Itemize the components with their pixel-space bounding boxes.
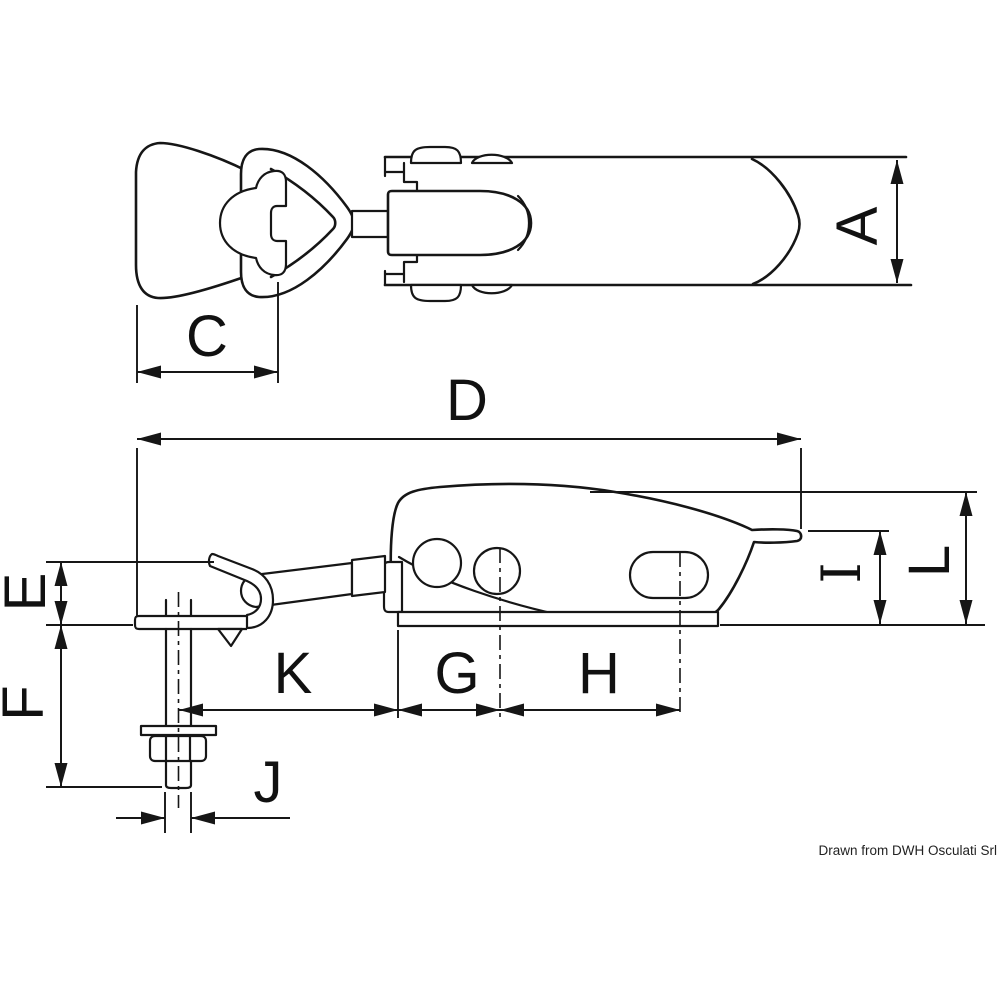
clip-bump-top-left	[409, 145, 463, 165]
pivot-hole-1	[411, 537, 463, 589]
top-view	[134, 141, 913, 303]
dim-L: L	[590, 491, 977, 624]
pivot-boss	[382, 560, 404, 614]
hook-bell-shape	[134, 141, 249, 300]
nut-facets	[164, 734, 192, 763]
connector-stub	[350, 209, 390, 239]
clip-bump-bottom-left	[409, 283, 463, 303]
dim-K: K	[179, 630, 399, 718]
dim-C: C	[136, 282, 279, 383]
dim-I: I	[808, 530, 889, 624]
eye-strap-curl	[207, 552, 275, 630]
dim-label-h: H	[578, 641, 620, 706]
top-plate	[383, 145, 913, 303]
clip-step-top	[383, 161, 419, 193]
dim-G: G	[398, 548, 501, 718]
dim-label-g: G	[434, 641, 479, 706]
dim-label-i: I	[810, 562, 873, 583]
clip-bump-top-right	[470, 153, 514, 165]
bolt-upper-shank	[164, 598, 193, 618]
dim-label-c: C	[186, 304, 228, 369]
hook-bar	[133, 614, 247, 631]
dim-d-ext-lines	[136, 448, 802, 616]
dim-label-d: D	[446, 368, 488, 433]
dim-D: D	[136, 368, 802, 616]
credit-text: Drawn from DWH Osculati Srl	[818, 843, 997, 858]
dim-label-f: F	[0, 685, 56, 720]
latch-slot-hole	[628, 550, 710, 600]
adjuster-sleeve	[350, 554, 387, 598]
plate-point-curve	[750, 157, 801, 286]
dim-F: F	[0, 625, 162, 788]
dim-label-j: J	[254, 750, 283, 815]
dim-label-e: E	[0, 573, 58, 612]
dim-label-a: A	[825, 206, 890, 245]
base-plate	[396, 610, 720, 628]
clip-step-bottom	[383, 251, 419, 284]
clip-bump-bottom-right	[470, 283, 514, 295]
gusset-tip	[216, 627, 244, 648]
dim-J: J	[116, 750, 290, 833]
dimensions: A C D E F K	[0, 160, 977, 833]
dim-label-l: L	[897, 545, 962, 577]
side-view	[133, 482, 985, 808]
lever-grip-shape	[386, 189, 533, 257]
dim-label-k: K	[274, 641, 313, 706]
pivot-hole-2	[472, 546, 522, 596]
dim-A: A	[825, 160, 904, 283]
dim-H: H	[500, 552, 681, 717]
delta-ring-inner-edge	[269, 167, 337, 279]
swivel-strap-shape	[218, 169, 288, 277]
hook-lever-assembly	[133, 552, 387, 808]
lever-grip-end-arc	[516, 194, 531, 252]
